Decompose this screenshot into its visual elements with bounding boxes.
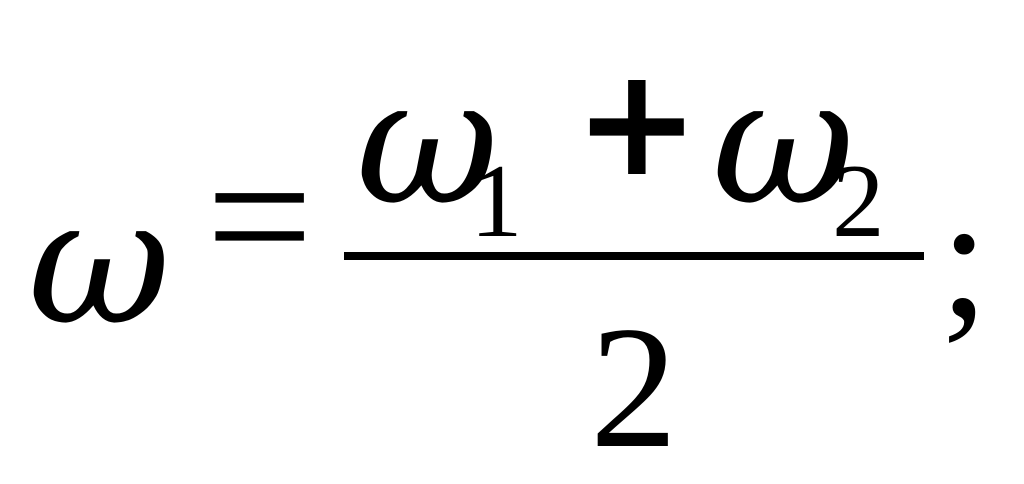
semicolon: ;: [940, 160, 989, 354]
lhs-omega-symbol: ω: [28, 161, 171, 364]
numerator-omega-1: ω: [356, 41, 499, 244]
denominator: 2: [590, 290, 678, 484]
fraction-bar: [344, 252, 924, 260]
subscript-2: 2: [832, 142, 885, 259]
equals-sign: =: [206, 112, 314, 322]
plus-sign: +: [574, 36, 700, 210]
numerator-omega-2: ω: [712, 41, 855, 244]
subscript-1: 1: [470, 142, 523, 259]
